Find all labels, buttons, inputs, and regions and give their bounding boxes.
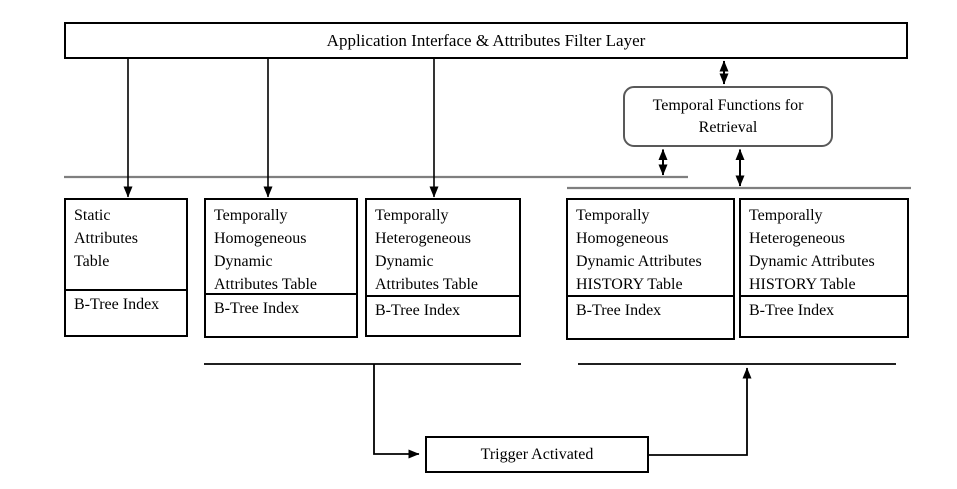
table-title-line: Heterogeneous (375, 230, 471, 247)
table-title-line: Temporally (576, 207, 650, 224)
homogeneous-history-table-box: Temporally Homogeneous Dynamic Attribute… (566, 198, 735, 340)
table-title-line: HISTORY Table (576, 276, 683, 293)
heterogeneous-history-table-box: Temporally Heterogeneous Dynamic Attribu… (739, 198, 909, 338)
table-title-line: Attributes Table (375, 276, 479, 293)
table-title-line: Attributes Table (214, 276, 318, 293)
static-attributes-table-title: Static Attributes Table (66, 200, 186, 289)
btree-index-section: B-Tree Index (66, 289, 186, 316)
connector-tables-to-trigger (373, 364, 420, 459)
table-title-line: Dynamic Attributes (576, 253, 702, 270)
table-title-line: Static (74, 207, 111, 224)
heterogeneous-dynamic-table-title: Temporally Heterogeneous Dynamic Attribu… (367, 200, 519, 295)
homogeneous-dynamic-attributes-table-box: Temporally Homogeneous Dynamic Attribute… (204, 198, 358, 338)
table-title-line: Temporally (375, 207, 449, 224)
application-interface-filter-layer-box: Application Interface & Attributes Filte… (64, 22, 908, 59)
heterogeneous-dynamic-attributes-table-box: Temporally Heterogeneous Dynamic Attribu… (365, 198, 521, 337)
table-title-line: Dynamic (375, 253, 434, 270)
table-title-line: Heterogeneous (749, 230, 845, 247)
static-attributes-table-box: Static Attributes Table B-Tree Index (64, 198, 188, 337)
connector-trigger-to-history (649, 367, 752, 456)
trigger-activated-label: Trigger Activated (480, 445, 594, 463)
temporal-functions-label-line1: Temporal Functions for (652, 96, 804, 114)
table-title-line: Dynamic (214, 253, 273, 270)
table-title-line: Homogeneous (214, 230, 307, 247)
btree-index-section: B-Tree Index (741, 295, 907, 322)
btree-index-section: B-Tree Index (206, 293, 356, 320)
temporal-functions-retrieval-box: Temporal Functions for Retrieval (623, 86, 833, 147)
btree-index-section: B-Tree Index (367, 295, 519, 322)
table-title-line: Homogeneous (576, 230, 669, 247)
btree-index-section: B-Tree Index (568, 295, 733, 322)
temporal-functions-label-line2: Retrieval (698, 118, 758, 136)
table-title-line: Attributes (74, 230, 138, 247)
application-interface-filter-layer-label: Application Interface & Attributes Filte… (326, 30, 646, 50)
table-title-line: Temporally (749, 207, 823, 224)
table-title-line: Dynamic Attributes (749, 253, 875, 270)
homogeneous-dynamic-table-title: Temporally Homogeneous Dynamic Attribute… (206, 200, 356, 293)
table-title-line: Table (74, 253, 110, 270)
trigger-activated-box: Trigger Activated (425, 436, 649, 473)
heterogeneous-history-table-title: Temporally Heterogeneous Dynamic Attribu… (741, 200, 907, 295)
homogeneous-history-table-title: Temporally Homogeneous Dynamic Attribute… (568, 200, 733, 295)
table-title-line: Temporally (214, 207, 288, 224)
table-title-line: HISTORY Table (749, 276, 856, 293)
